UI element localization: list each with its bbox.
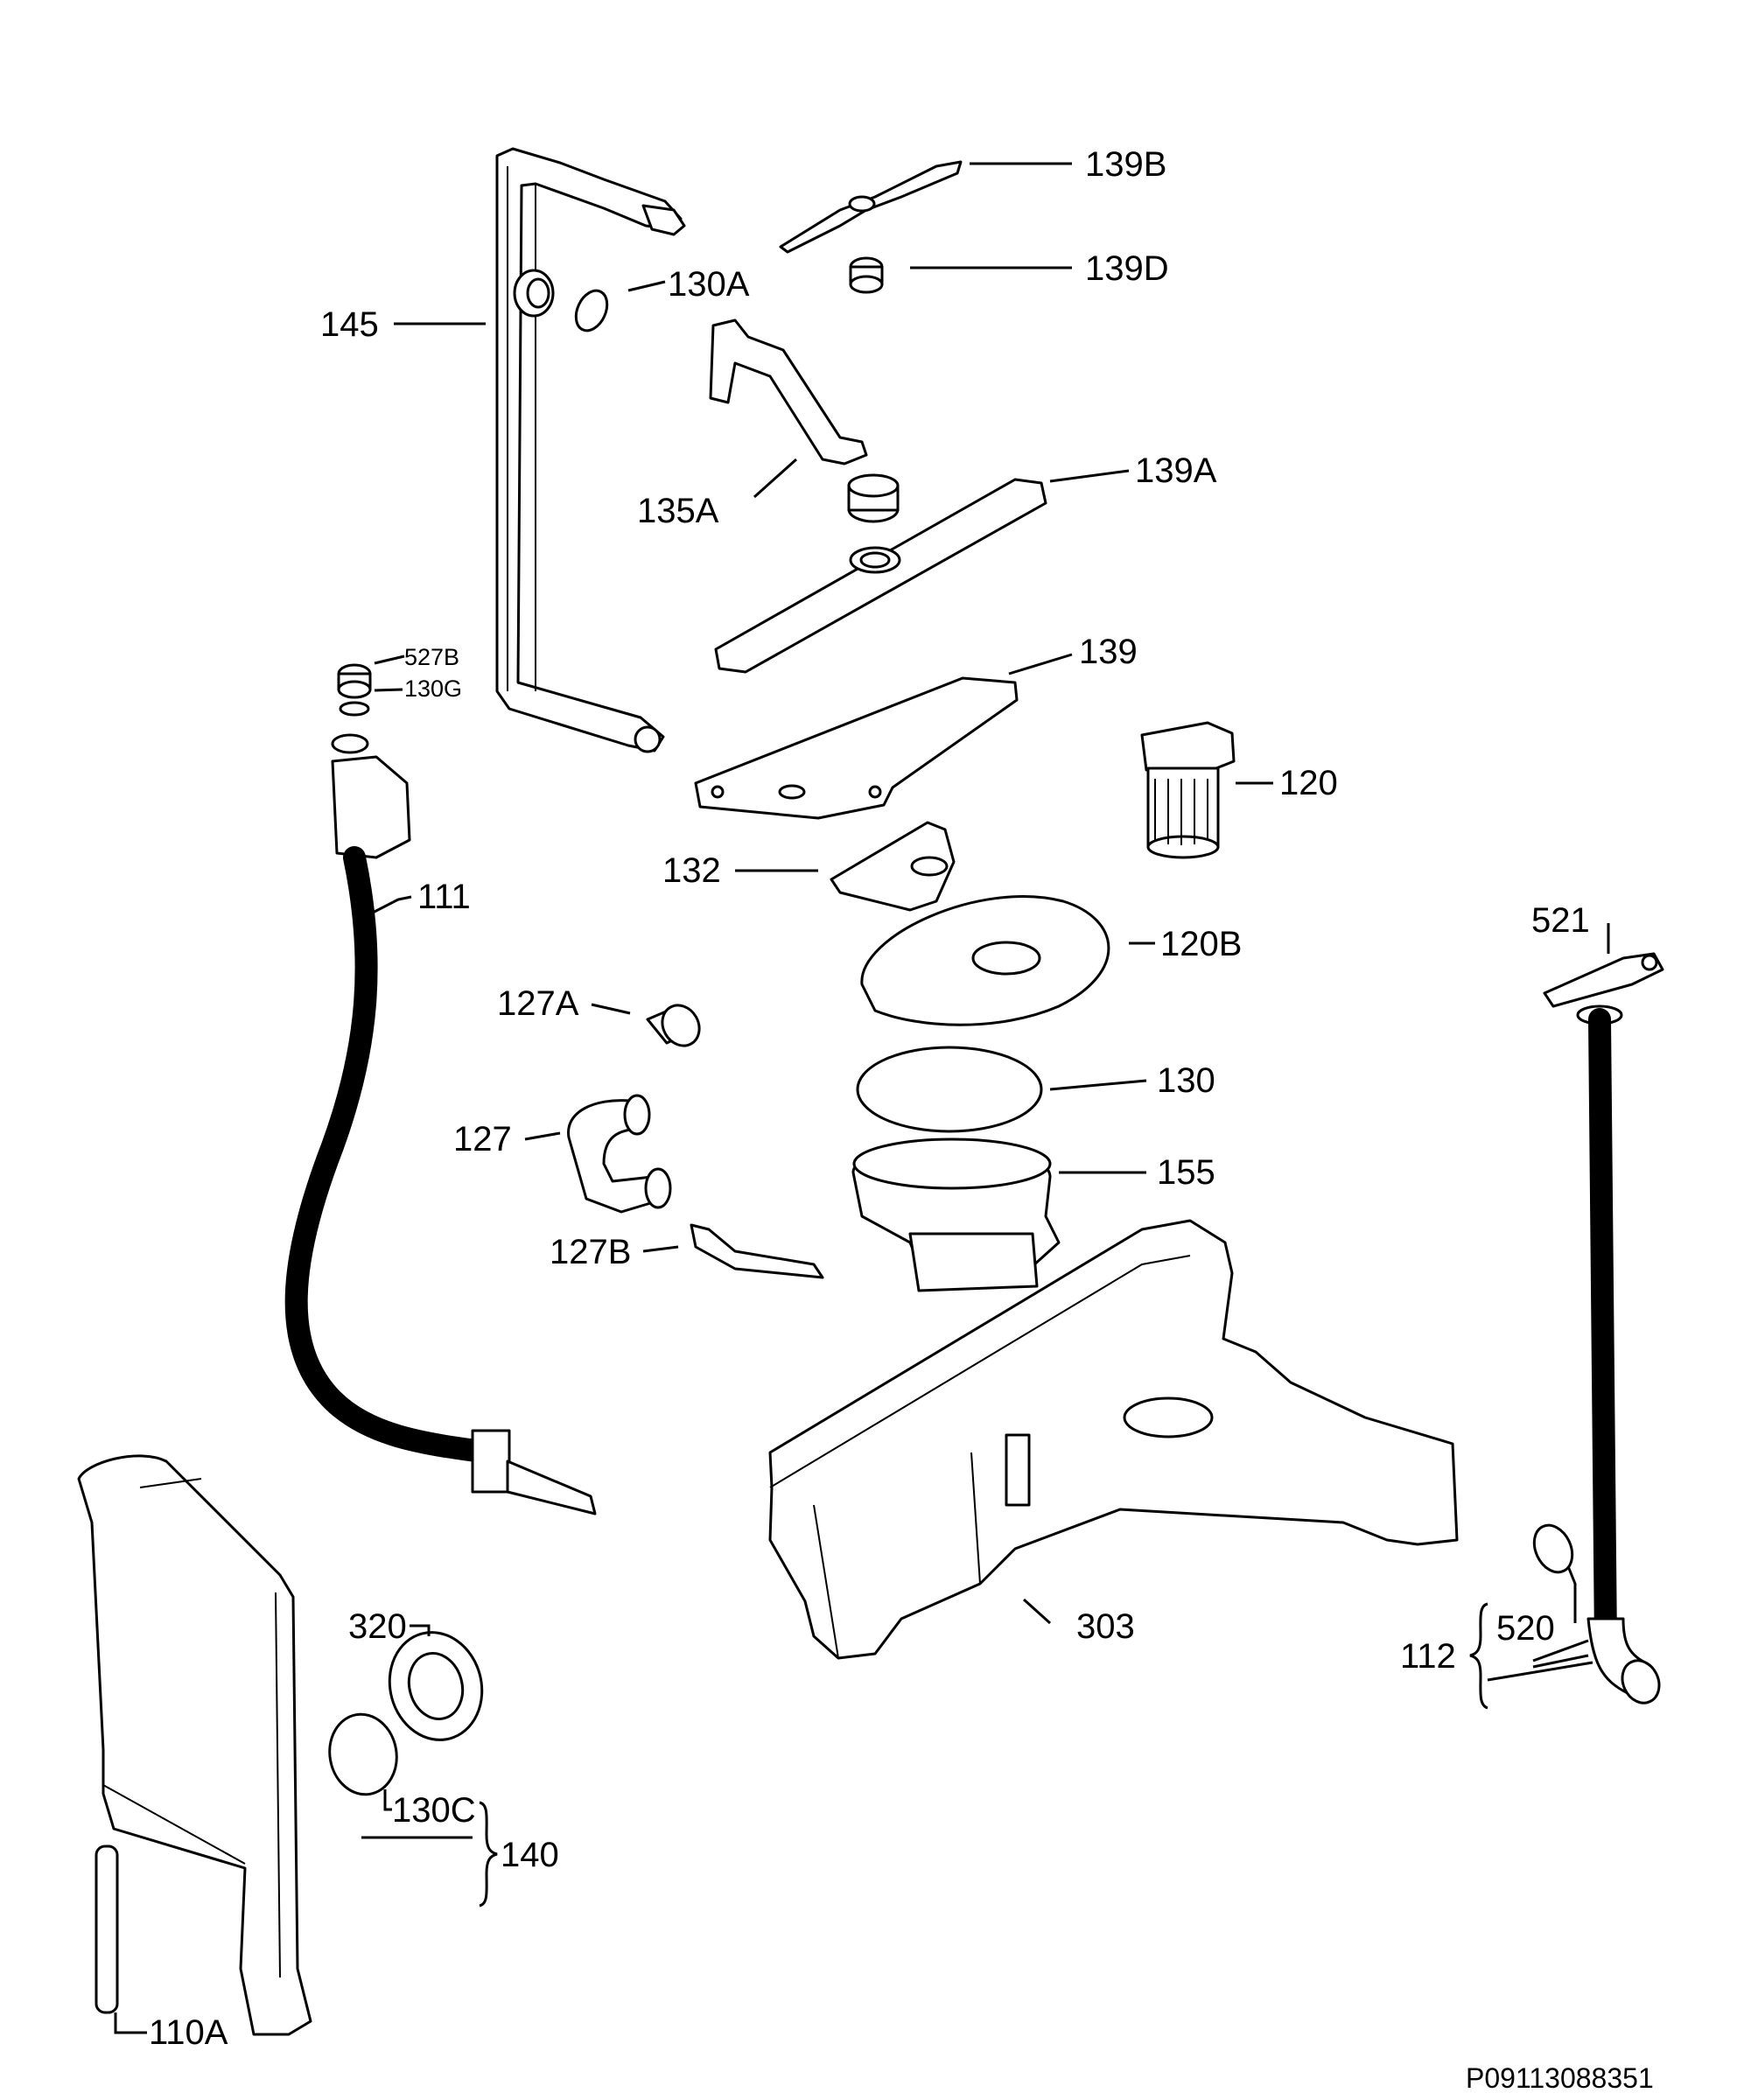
- part-527b-cap[interactable]: [337, 663, 372, 699]
- leader-lines: [114, 162, 1610, 2034]
- part-155-sump[interactable]: [851, 1138, 1061, 1292]
- label-132[interactable]: 132: [662, 851, 721, 890]
- part-139a-middle-spray-arm[interactable]: [714, 478, 1047, 674]
- label-130c[interactable]: 130C: [392, 1791, 476, 1830]
- label-130[interactable]: 130: [1157, 1061, 1215, 1100]
- label-145[interactable]: 145: [320, 305, 379, 344]
- label-139[interactable]: 139: [1079, 633, 1138, 671]
- part-139b-upper-spray-arm[interactable]: [779, 160, 963, 254]
- part-139-lower-spray-arm[interactable]: [694, 676, 1019, 820]
- label-135a[interactable]: 135A: [637, 492, 719, 530]
- part-111-inlet-hose[interactable]: [284, 733, 597, 1516]
- part-130c-o-ring[interactable]: [324, 1709, 403, 1800]
- part-135a-spray-arm-holder[interactable]: [709, 318, 900, 523]
- part-139d-nut[interactable]: [849, 256, 884, 294]
- label-120[interactable]: 120: [1279, 764, 1338, 802]
- label-111[interactable]: 111: [417, 878, 471, 916]
- label-130g[interactable]: 130G: [404, 676, 462, 702]
- part-132-sensor-bracket[interactable]: [830, 821, 956, 912]
- part-127a-sleeve[interactable]: [646, 998, 706, 1053]
- drawing-code: P09113088351: [1466, 2062, 1654, 2094]
- label-120b[interactable]: 120B: [1160, 925, 1242, 963]
- label-110a[interactable]: 110A: [149, 2013, 228, 2052]
- part-520-ring[interactable]: [1527, 1519, 1579, 1578]
- label-155[interactable]: 155: [1157, 1153, 1215, 1192]
- label-127a[interactable]: 127A: [497, 984, 579, 1023]
- part-145-supply-pipe[interactable]: [495, 147, 686, 753]
- part-320-seal[interactable]: [378, 1622, 494, 1751]
- braces: [479, 1602, 1488, 1908]
- label-127[interactable]: 127: [453, 1120, 512, 1158]
- label-139a[interactable]: 139A: [1135, 452, 1217, 490]
- label-127b[interactable]: 127B: [550, 1233, 631, 1271]
- part-303-base-tray[interactable]: [768, 1219, 1459, 1660]
- callout-labels: 139B 139D 130A 145 135A 139A 527B 130G 1…: [149, 145, 1654, 2094]
- part-130a-o-ring[interactable]: [570, 285, 613, 335]
- label-112[interactable]: 112: [1400, 1637, 1456, 1676]
- label-320[interactable]: 320: [348, 1607, 407, 1646]
- label-527b[interactable]: 527B: [404, 644, 459, 670]
- label-521[interactable]: 521: [1531, 901, 1590, 940]
- part-120b-micro-filter[interactable]: [860, 895, 1110, 1026]
- part-140-side-cover[interactable]: [77, 1454, 312, 2036]
- part-521-clip[interactable]: [1543, 952, 1664, 1008]
- label-139d[interactable]: 139D: [1085, 249, 1169, 288]
- part-130-gasket[interactable]: [856, 1046, 1043, 1133]
- part-110a-tube[interactable]: [95, 1844, 119, 2014]
- part-127b-hose[interactable]: [690, 1223, 824, 1279]
- label-139b[interactable]: 139B: [1085, 145, 1166, 184]
- label-520[interactable]: 520: [1496, 1609, 1555, 1648]
- label-140[interactable]: 140: [501, 1836, 559, 1874]
- part-130g-seal[interactable]: [339, 701, 370, 717]
- label-303[interactable]: 303: [1076, 1607, 1135, 1646]
- part-120-filter[interactable]: [1140, 721, 1236, 859]
- part-112-drain-hose[interactable]: [1576, 1004, 1666, 1709]
- part-127-elbow[interactable]: [567, 1094, 672, 1214]
- label-130a[interactable]: 130A: [668, 265, 750, 304]
